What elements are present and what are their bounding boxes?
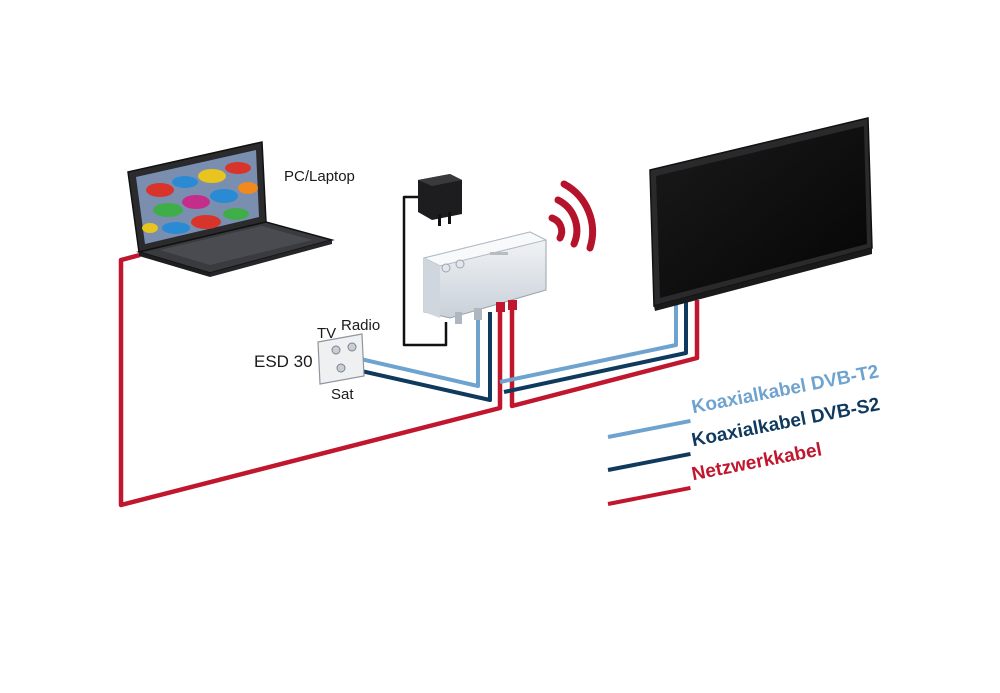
power-adapter	[418, 174, 462, 226]
coax-dvbt2-wall-router	[351, 318, 480, 388]
wifi-icon	[548, 180, 597, 252]
router-box	[422, 231, 548, 324]
label-pc-laptop: PC/Laptop	[284, 168, 355, 185]
network-cable-tv	[509, 300, 700, 409]
legend-item-network: Netzwerkkabel	[607, 439, 824, 506]
coax-dvbs2-tv	[503, 300, 688, 394]
coax-dvbs2-wall-router	[347, 312, 492, 402]
network-cable-laptop	[118, 252, 503, 508]
legend: Koaxialkabel DVB-T2 Koaxialkabel DVB-S2 …	[607, 361, 882, 506]
television	[649, 117, 873, 311]
label-esd: ESD 30	[254, 352, 313, 371]
label-tv: TV	[317, 325, 336, 342]
coax-dvbt2-tv	[499, 302, 678, 384]
label-radio: Radio	[341, 317, 380, 334]
laptop-screen-image	[136, 150, 259, 244]
power-cable	[402, 195, 448, 347]
label-sat: Sat	[331, 386, 354, 403]
laptop	[127, 141, 335, 277]
wall-socket	[317, 333, 365, 385]
